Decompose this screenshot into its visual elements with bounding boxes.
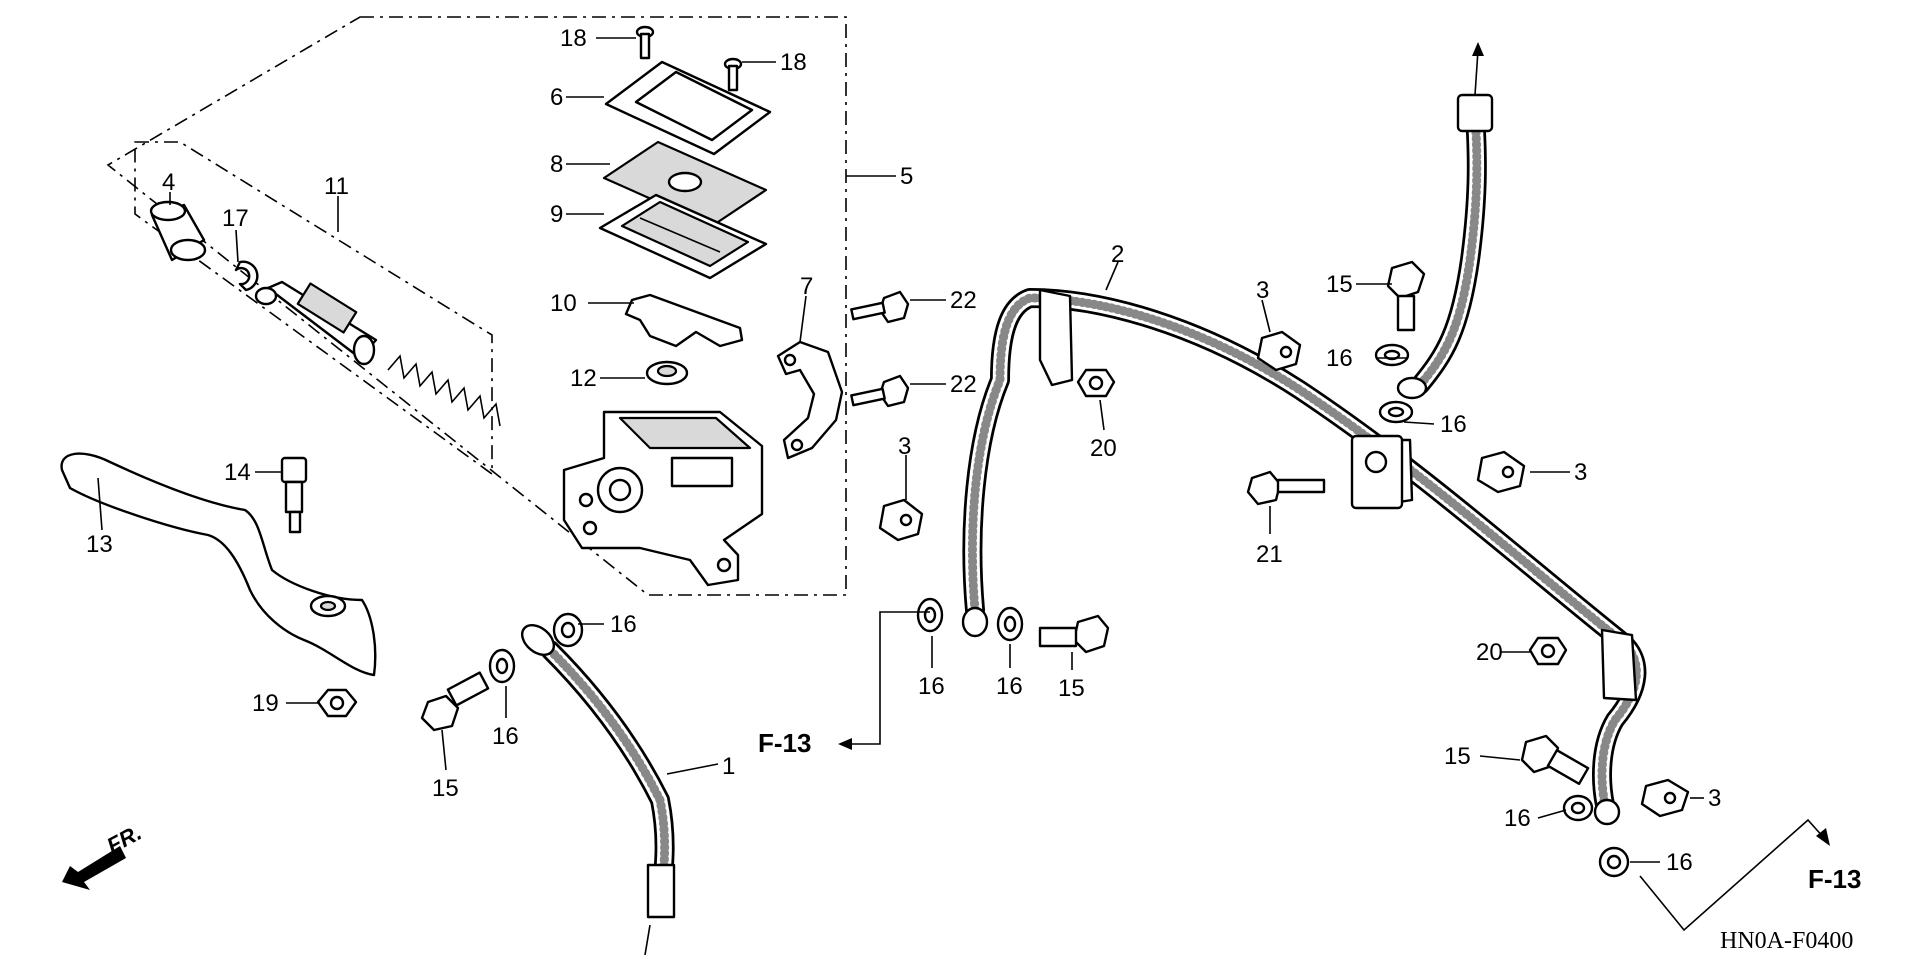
oil-bolt <box>1386 260 1426 332</box>
sealing-washer <box>1374 343 1410 367</box>
reference-arrow-f13-left <box>838 611 930 750</box>
callout-22: 22 <box>950 371 977 398</box>
master-cylinder-assembly-outline <box>106 16 847 596</box>
sealing-washer <box>1562 794 1594 822</box>
circlip <box>234 260 259 292</box>
callout-21: 21 <box>1256 541 1283 568</box>
boot <box>149 200 207 262</box>
callout-7: 7 <box>800 273 813 300</box>
front-direction-arrow: FR. <box>62 820 146 890</box>
callout-11: 11 <box>324 173 349 200</box>
callout-18: 18 <box>560 25 587 52</box>
sealing-washer <box>488 648 516 684</box>
brake-hose-3 <box>1396 42 1494 400</box>
callout-12: 12 <box>570 365 597 392</box>
reservoir-cap <box>604 60 772 156</box>
callout-20: 20 <box>1090 435 1117 462</box>
drawing-code: HN0A-F0400 <box>1720 928 1853 954</box>
callout-2: 2 <box>1111 241 1124 268</box>
three-way-joint <box>1350 434 1404 510</box>
callout-4: 4 <box>162 169 175 196</box>
oil-bolt <box>420 671 490 732</box>
callout-9: 9 <box>550 201 563 228</box>
sealing-washer <box>1378 400 1414 424</box>
callout-20: 20 <box>1476 639 1503 666</box>
callout-13: 13 <box>86 531 113 558</box>
callout-15: 15 <box>1444 743 1471 770</box>
direction-label: FR. <box>103 820 146 859</box>
callout-3: 3 <box>1574 459 1587 486</box>
sealing-washer <box>916 597 944 633</box>
callout-16: 16 <box>918 673 945 700</box>
brake-hose-1 <box>521 624 676 956</box>
float-plate <box>624 293 744 348</box>
reference-label-f13-right: F-13 <box>1808 864 1861 894</box>
flange-bolt <box>850 290 910 324</box>
master-cylinder-body <box>562 410 764 587</box>
holder-clamp <box>776 340 844 460</box>
callout-5: 5 <box>900 163 913 190</box>
callout-15: 15 <box>432 775 459 802</box>
joint-bolt <box>1246 470 1326 506</box>
flange-nut <box>1528 636 1568 666</box>
callout-6: 6 <box>550 84 563 111</box>
diaphragm <box>598 193 768 280</box>
callout-14: 14 <box>224 459 251 486</box>
oil-bolt <box>1520 734 1590 785</box>
pivot-nut <box>316 688 358 718</box>
hose-clamp <box>1476 450 1526 494</box>
callout-17: 17 <box>222 205 249 232</box>
screw-18-right <box>723 57 743 92</box>
brake-hose-2 <box>961 288 1647 826</box>
hose-clamp <box>878 498 924 542</box>
piston-kit-outline <box>134 141 493 476</box>
sealing-washer <box>1598 846 1630 878</box>
callout-16: 16 <box>1326 345 1353 372</box>
piston <box>254 280 378 366</box>
callout-3: 3 <box>1256 277 1269 304</box>
callout-22: 22 <box>950 287 977 314</box>
callout-1: 1 <box>722 753 735 780</box>
sealing-washer <box>552 612 584 648</box>
callout-8: 8 <box>550 151 563 178</box>
callout-15: 15 <box>1326 271 1353 298</box>
flange-bolt <box>850 374 910 408</box>
callout-16: 16 <box>610 611 637 638</box>
oil-bolt <box>1038 614 1110 654</box>
screw-18-top <box>635 25 655 60</box>
reference-label-f13-left: F-13 <box>758 728 811 758</box>
callout-16: 16 <box>1666 849 1693 876</box>
boot-ring <box>645 360 689 386</box>
sealing-washer <box>996 606 1024 642</box>
callout-10: 10 <box>550 290 577 317</box>
hose-clamp <box>1256 330 1302 372</box>
flange-nut <box>1076 368 1116 398</box>
callout-labels: 1 2 3 3 3 3 4 5 6 7 8 9 10 11 12 13 14 1… <box>86 25 1721 876</box>
brake-lever <box>60 452 377 677</box>
hose-clamp <box>1640 778 1690 818</box>
spring <box>387 354 501 427</box>
callout-15: 15 <box>1058 675 1085 702</box>
callout-19: 19 <box>252 690 279 717</box>
callout-16: 16 <box>1440 411 1467 438</box>
callout-3: 3 <box>1708 785 1721 812</box>
leader-lines <box>97 37 1704 863</box>
pivot-bolt <box>280 456 308 534</box>
callout-16: 16 <box>996 673 1023 700</box>
callout-3: 3 <box>898 433 911 460</box>
callout-16: 16 <box>1504 805 1531 832</box>
callout-18: 18 <box>780 49 807 76</box>
reference-arrow-f13-right <box>1639 818 1830 932</box>
callout-16: 16 <box>492 723 519 750</box>
